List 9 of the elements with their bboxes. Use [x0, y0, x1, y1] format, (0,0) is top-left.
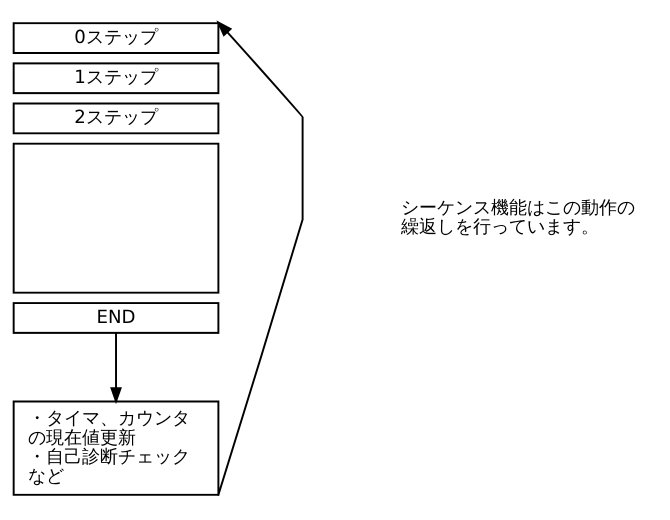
arrow: [216, 20, 304, 496]
label: シーケンス機能はこの動作の繰返しを行っています。: [401, 197, 636, 238]
node-box: END: [12, 302, 220, 334]
node-box: 0ステップ: [12, 22, 220, 54]
node-box: 1ステップ: [12, 62, 220, 94]
node-box: [12, 142, 220, 294]
node-box: ・タイマ、カウンタの現在値更新・自己診断チェックなど: [12, 400, 220, 496]
node-box: 2ステップ: [12, 102, 220, 134]
arrow: [110, 333, 122, 404]
